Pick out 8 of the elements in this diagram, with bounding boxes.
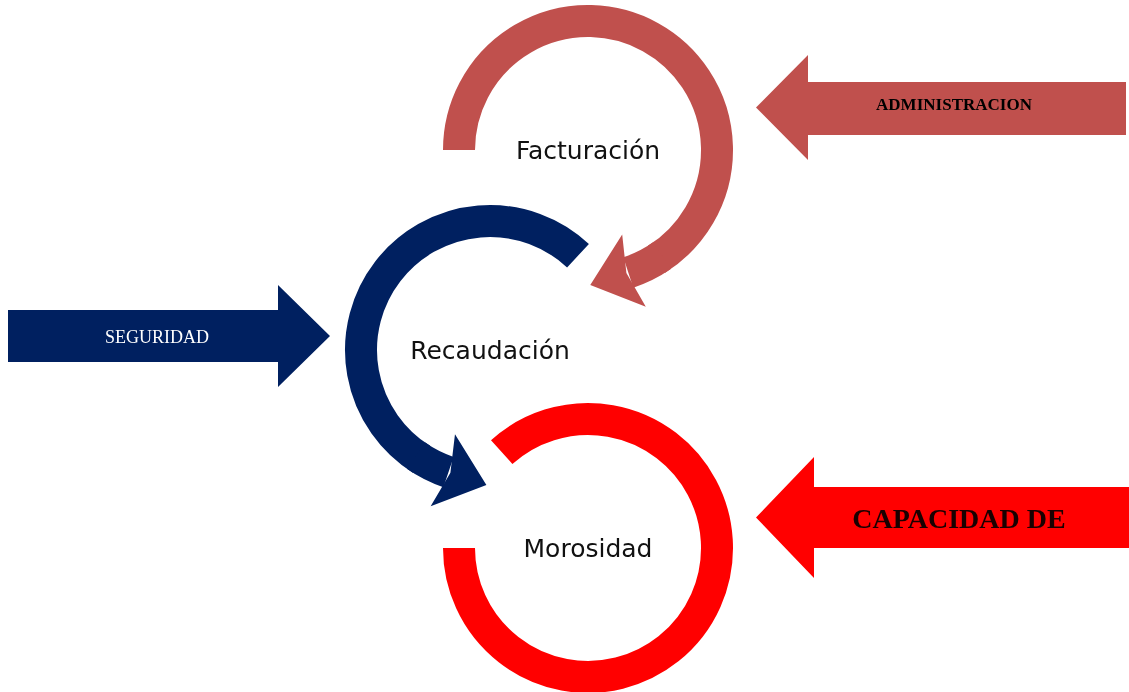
arrow-label: CAPACIDAD DE xyxy=(852,503,1066,535)
stage-label: Facturación xyxy=(515,135,661,165)
stage-label: Recaudación xyxy=(410,335,570,365)
curved-arrow xyxy=(590,234,671,307)
curved-arrow xyxy=(407,434,486,506)
stage-label: Morosidad xyxy=(523,533,653,563)
arrow-label: SEGURIDAD xyxy=(105,326,209,348)
arrow-label: ADMINISTRACION xyxy=(876,95,1032,115)
